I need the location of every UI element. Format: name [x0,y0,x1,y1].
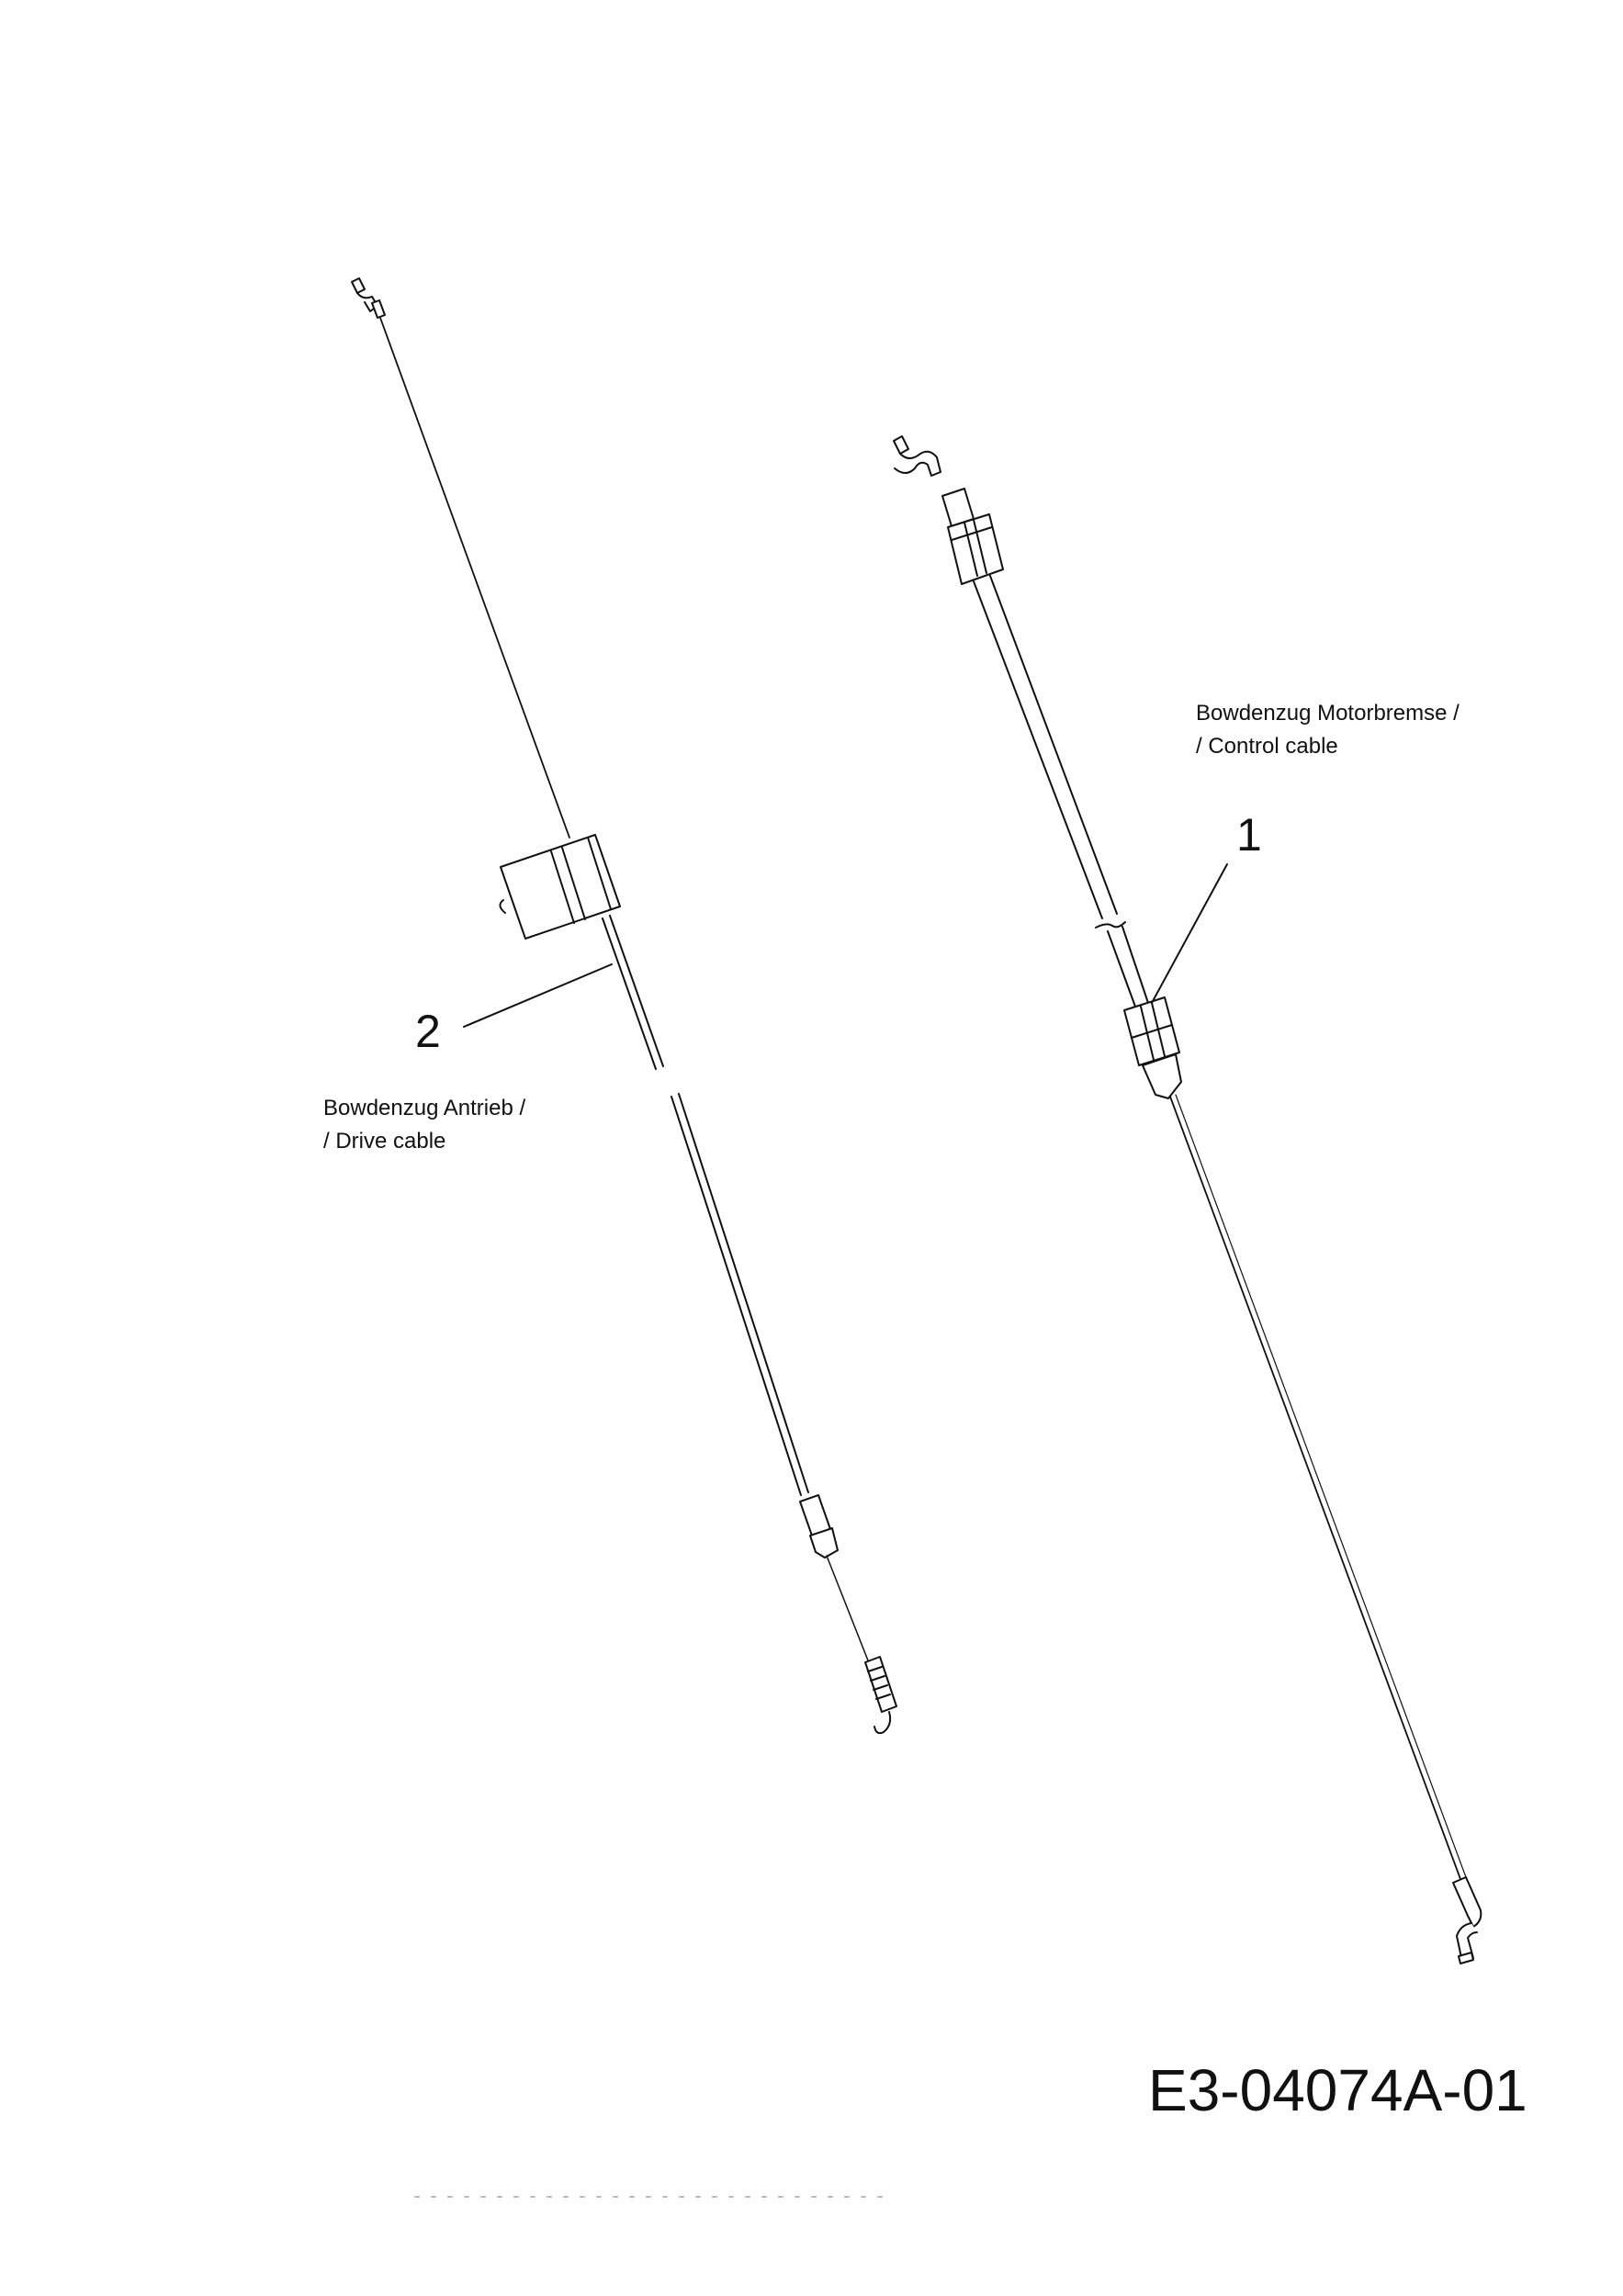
drive-cable [351,277,897,1735]
control-cable-upper-ferrule [941,488,1004,585]
control-cable-lower-ferrule [1123,996,1182,1099]
drive-cable-label-de: Bowdenzug Antrieb / [323,1096,526,1120]
drawing-code: E3-04074A-01 [1148,2057,1527,2123]
part-number-2: 2 [415,1006,441,1057]
part-number-1: 1 [1236,809,1262,861]
control-cable-label-en: / Control cable [1196,734,1338,759]
control-cable-top-hook [893,435,941,477]
drive-cable-spring [864,1656,897,1735]
drive-cable-clamp [499,834,621,940]
drive-cable-top-hook [351,277,386,319]
drive-cable-lower-ferrule [799,1494,839,1559]
control-cable-bottom-hook [1452,1876,1482,1964]
drive-cable-label-en: / Drive cable [323,1129,446,1154]
break-mark [1095,921,1126,929]
control-cable-label-de: Bowdenzug Motorbremse / [1196,701,1460,726]
control-cable [893,435,1482,1964]
